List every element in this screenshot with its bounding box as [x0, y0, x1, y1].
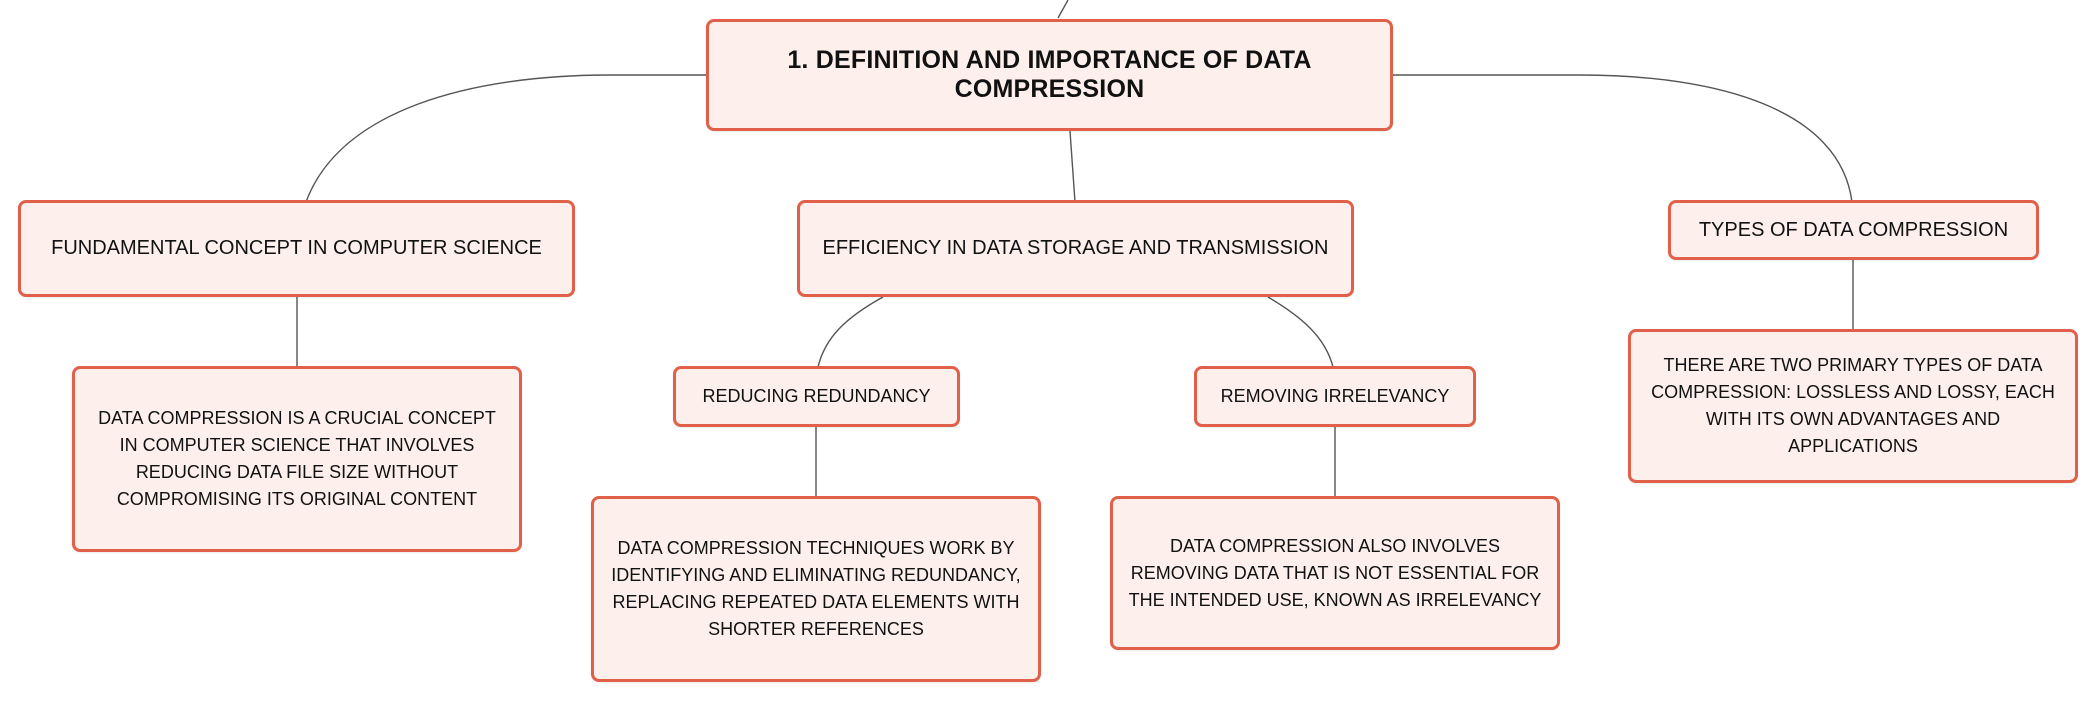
connector-root-types — [1393, 74, 1853, 203]
root-node[interactable]: 1. DEFINITION AND IMPORTANCE OF DATA COM… — [706, 19, 1393, 131]
branch-node-efficiency[interactable]: EFFICIENCY IN DATA STORAGE AND TRANSMISS… — [797, 200, 1354, 297]
detail-text: THERE ARE TWO PRIMARY TYPES OF DATA COMP… — [1651, 355, 2055, 456]
branch-node-types[interactable]: TYPES OF DATA COMPRESSION — [1668, 200, 2039, 260]
connector-to-parent — [1057, 0, 1069, 19]
detail-text: DATA COMPRESSION IS A CRUCIAL CONCEPT IN… — [98, 408, 496, 509]
connector-efficiency-redundancy — [817, 296, 884, 368]
connector-efficiency-irrelevancy — [1267, 296, 1334, 368]
root-node-label: 1. DEFINITION AND IMPORTANCE OF DATA COM… — [787, 46, 1312, 103]
subnode-reducing-redundancy[interactable]: REDUCING REDUNDANCY — [673, 366, 960, 427]
connector-root-fundamental — [305, 74, 706, 203]
detail-node-types[interactable]: THERE ARE TWO PRIMARY TYPES OF DATA COMP… — [1628, 329, 2078, 483]
subnode-label: REDUCING REDUNDANCY — [702, 386, 931, 406]
detail-node-fundamental[interactable]: DATA COMPRESSION IS A CRUCIAL CONCEPT IN… — [72, 366, 522, 552]
detail-text: DATA COMPRESSION ALSO INVOLVES REMOVING … — [1128, 535, 1542, 610]
subnode-label: REMOVING IRRELEVANCY — [1220, 386, 1450, 406]
branch-node-label: TYPES OF DATA COMPRESSION — [1698, 218, 2009, 241]
branch-node-fundamental-concept[interactable]: FUNDAMENTAL CONCEPT IN COMPUTER SCIENCE — [18, 200, 575, 297]
detail-node-irrelevancy[interactable]: DATA COMPRESSION ALSO INVOLVES REMOVING … — [1110, 496, 1560, 650]
connector-root-efficiency — [1069, 130, 1076, 203]
branch-node-label: FUNDAMENTAL CONCEPT IN COMPUTER SCIENCE — [51, 237, 542, 259]
branch-node-label: EFFICIENCY IN DATA STORAGE AND TRANSMISS… — [822, 237, 1329, 259]
detail-node-redundancy[interactable]: DATA COMPRESSION TECHNIQUES WORK BY IDEN… — [591, 496, 1041, 682]
detail-text: DATA COMPRESSION TECHNIQUES WORK BY IDEN… — [611, 538, 1021, 639]
subnode-removing-irrelevancy[interactable]: REMOVING IRRELEVANCY — [1194, 366, 1476, 427]
